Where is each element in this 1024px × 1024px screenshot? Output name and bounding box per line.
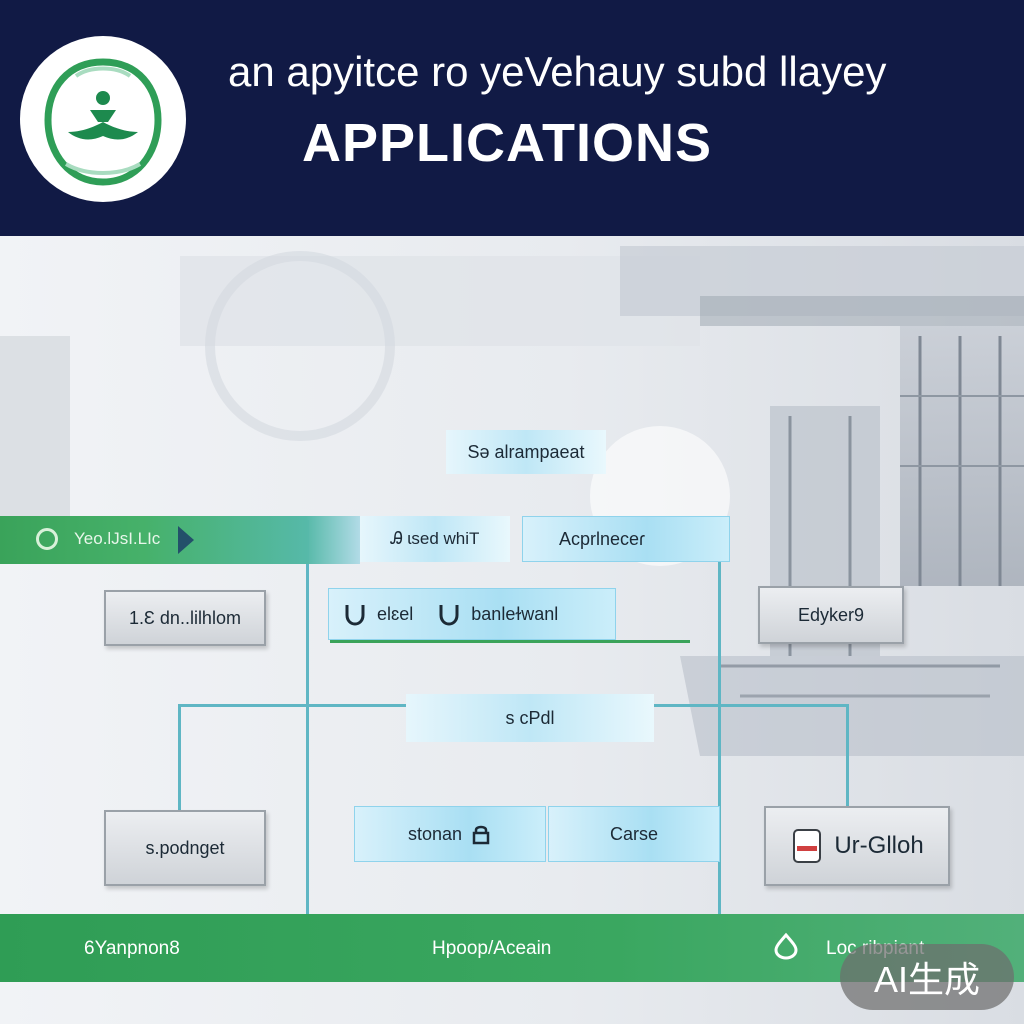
- header-title: APPLICATIONS: [302, 113, 713, 173]
- leaf-person-logo-icon: [44, 58, 162, 186]
- node-row4-center-b: Carse: [548, 806, 720, 862]
- horseshoe-icon: [439, 605, 459, 626]
- node-row2-left: 1.Ɛ dn..lilhlom: [104, 590, 266, 646]
- circle-icon: [36, 528, 58, 550]
- node-row4-left: s.podnget: [104, 810, 266, 886]
- node-row1-right: Acprlneceɾ: [522, 516, 730, 562]
- node-row4-right: Ur-Glloh: [764, 806, 950, 886]
- connector-vertical-right: [718, 520, 721, 920]
- node-row2-center-b: banleɫwanl: [471, 603, 559, 624]
- connector-vertical-main: [306, 520, 309, 920]
- logo: [20, 36, 186, 202]
- node-row2-center: elɛel banleɫwanl: [328, 588, 616, 640]
- band-top: Yeo.lJsI.LIc: [0, 516, 360, 564]
- arrow-right-icon: [178, 526, 194, 554]
- cup-icon: [793, 829, 822, 863]
- node-row4-center-a: stonan: [354, 806, 546, 862]
- lock-icon: [472, 825, 490, 845]
- connector-green-underline: [330, 640, 690, 643]
- band-top-label: Yeo.lJsI.LIc: [74, 529, 161, 548]
- connector-left-drop: [178, 704, 181, 810]
- connector-right-drop: [846, 704, 849, 810]
- node-top: Sǝ alrampaeat: [446, 430, 606, 474]
- drop-icon: [774, 932, 798, 960]
- header-subtitle: an apyitce ro yeVehauy subd llayey: [228, 48, 887, 95]
- header-banner: an apyitce ro yeVehauy subd llayey APPLI…: [0, 0, 1024, 236]
- node-row1-left: Ꭿ ɩsed whiT: [360, 516, 510, 562]
- band-bottom-center: Hpoop/Aceain: [432, 938, 552, 959]
- node-row4-right-label: Ur-Glloh: [834, 832, 924, 859]
- node-row2-right: Edyker9: [758, 586, 904, 644]
- node-row1-right-label: Acprlneceɾ: [559, 528, 646, 549]
- horseshoe-icon: [345, 605, 365, 626]
- band-bottom-left: 6Yanpnon8: [84, 938, 180, 959]
- ai-generated-badge: AI生成: [840, 944, 1014, 1010]
- node-row3-center: s cPdl: [406, 694, 654, 742]
- node-row2-center-a: elɛel: [377, 603, 414, 624]
- node-row4-center-a-label: stonan: [407, 823, 463, 844]
